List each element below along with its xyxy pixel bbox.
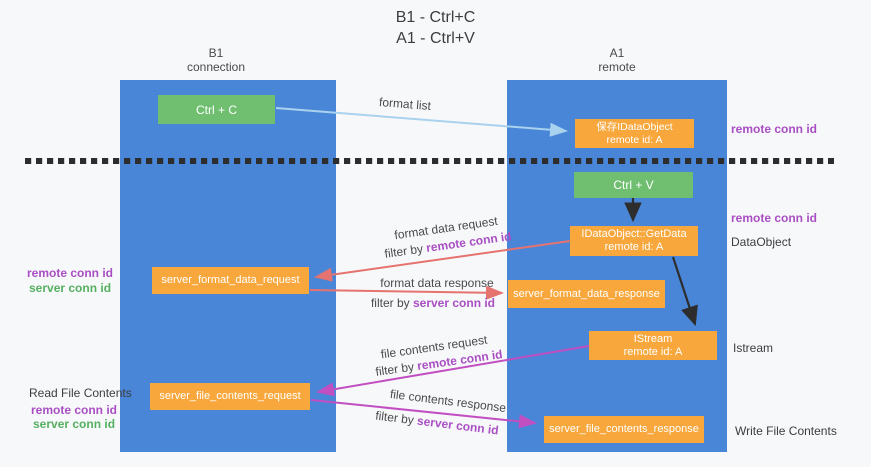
- lifeline-a1-role: remote: [598, 60, 636, 74]
- node-ctrl-c: Ctrl + C: [158, 95, 275, 124]
- annotation-write-file-contents: Write File Contents: [735, 424, 837, 438]
- server-conn-id-text: server conn id: [416, 413, 500, 438]
- annotation-remote-conn-id-top: remote conn id: [731, 122, 818, 136]
- node-getdata-line2: remote id: A: [604, 241, 664, 253]
- node-server-file-contents-response: server_file_contents_response: [544, 416, 704, 443]
- diagram-title: B1 - Ctrl+C A1 - Ctrl+V: [0, 7, 871, 49]
- node-server-file-contents-request-label: server_file_contents_request: [159, 390, 301, 402]
- server-conn-id-text: server conn id: [412, 296, 496, 310]
- annotation-remote-conn-id-left-2: remote conn id: [31, 403, 118, 417]
- node-ctrl-v: Ctrl + V: [574, 172, 693, 198]
- arrow-format-data-response: [309, 285, 504, 300]
- node-istream-line1: IStream: [633, 332, 673, 345]
- annotation-server-conn-id-left-2: server conn id: [33, 417, 116, 431]
- lifeline-a1-name: A1: [609, 46, 625, 60]
- lifeline-b1-role: connection: [186, 60, 246, 74]
- node-getdata-line1: IDataObject::GetData: [581, 228, 687, 240]
- annotation-remote-conn-id-left-1: remote conn id: [27, 266, 114, 280]
- filter-by-text: filter by: [374, 359, 419, 379]
- annotation-server-conn-id-left-1: server conn id: [29, 281, 112, 295]
- node-server-file-contents-request: server_file_contents_request: [150, 383, 310, 410]
- node-server-format-data-response-label: server_format_data_response: [513, 287, 660, 300]
- lifeline-header-b1: B1 connection: [108, 46, 324, 74]
- title-line-2: A1 - Ctrl+V: [396, 30, 475, 47]
- filter-by-text: filter by: [370, 296, 413, 310]
- node-istream-line2: remote id: A: [623, 345, 683, 358]
- edge-label-format-data-response: format data response: [380, 276, 494, 290]
- node-server-format-data-request-label: server_format_data_request: [161, 274, 300, 286]
- node-idataobject-getdata: IDataObject::GetData remote id: A: [570, 226, 698, 256]
- node-server-format-data-response: server_format_data_response: [508, 280, 665, 308]
- node-istream: IStream remote id: A: [589, 331, 717, 360]
- title-line-1: B1 - Ctrl+C: [395, 9, 476, 26]
- annotation-istream: Istream: [733, 341, 774, 355]
- lifeline-b1-name: B1: [208, 46, 224, 60]
- filter-by-text: filter by: [374, 408, 418, 428]
- annotation-remote-conn-id-mid: remote conn id: [731, 211, 818, 225]
- node-save-idataobject: 保存IDataObject remote id: A: [575, 119, 694, 148]
- node-server-format-data-request: server_format_data_request: [152, 267, 309, 294]
- annotation-dataobject: DataObject: [731, 235, 792, 249]
- node-ctrl-v-label: Ctrl + V: [613, 178, 654, 192]
- node-server-file-contents-response-label: server_file_contents_response: [549, 423, 699, 435]
- filter-by-text: filter by: [383, 241, 428, 261]
- node-save-idataobject-line1: 保存IDataObject: [596, 120, 673, 133]
- edge-label-filter-by-server-1: filter by server conn id: [343, 296, 523, 310]
- edge-label-format-list: format list: [378, 94, 432, 114]
- annotation-read-file-contents: Read File Contents: [29, 386, 132, 400]
- node-save-idataobject-line2: remote id: A: [606, 133, 663, 146]
- node-ctrl-c-label: Ctrl + C: [195, 102, 237, 117]
- lifeline-header-a1: A1 remote: [507, 46, 727, 74]
